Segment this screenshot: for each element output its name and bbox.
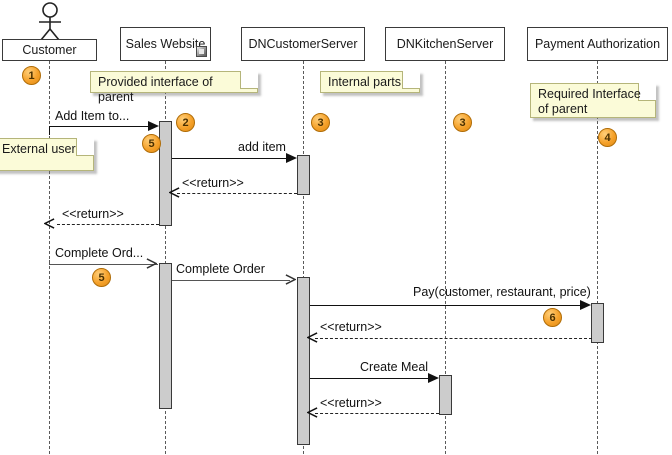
note-required-interface-text: Required Interface of parent	[538, 87, 641, 116]
arrowhead-pay	[580, 300, 591, 310]
note-external-user: External user	[0, 138, 94, 171]
lifeline-customer	[49, 61, 50, 454]
note-provided-interface-text: Provided interface of parent	[98, 75, 213, 104]
arrowhead-complete-ord	[146, 258, 157, 269]
arrowhead-create-meal	[428, 373, 439, 383]
arrowhead-complete-order	[285, 274, 296, 285]
note-internal-parts: Internal parts	[320, 71, 420, 93]
badge-5-complete-order[interactable]: 5	[92, 268, 111, 287]
message-label-complete-order: Complete Order	[176, 262, 265, 276]
component-icon	[196, 46, 207, 57]
lifeline-header-customer[interactable]: Customer	[2, 39, 97, 61]
activation-dncustomerserver-add-item	[297, 155, 310, 195]
lifeline-label-customer: Customer	[22, 43, 77, 57]
message-line-add-item	[172, 158, 287, 159]
badge-2[interactable]: 2	[176, 113, 195, 132]
message-tail-complete-ord	[49, 260, 50, 265]
message-label-pay: Pay(customer, restaurant, price)	[413, 285, 591, 299]
message-line-pay	[310, 305, 582, 306]
arrowhead-return-create-meal	[307, 407, 318, 418]
arrowhead-return-pay	[307, 332, 318, 343]
lifeline-label-dnkitchenserver: DNKitchenServer	[396, 37, 494, 51]
badge-3-dnkitchenserver[interactable]: 3	[453, 113, 472, 132]
message-line-create-meal	[310, 378, 429, 379]
message-line-complete-ord	[50, 264, 158, 265]
arrowhead-return-sales-customer	[44, 218, 55, 229]
message-line-return-create-meal	[315, 413, 439, 414]
activation-sales-website-add-item	[159, 121, 172, 226]
badge-6[interactable]: 6	[543, 308, 562, 327]
note-external-user-text: External user	[2, 142, 76, 156]
message-line-return-add-item	[177, 193, 297, 194]
message-label-add-item: add item	[238, 140, 286, 154]
lifeline-payment-authorization	[597, 61, 598, 454]
lifeline-header-payment-authorization[interactable]: Payment Authorization	[527, 27, 668, 61]
message-label-complete-ord: Complete Ord...	[55, 246, 144, 260]
lifeline-label-dncustomerserver: DNCustomerServer	[248, 37, 358, 51]
lifeline-header-dnkitchenserver[interactable]: DNKitchenServer	[385, 27, 505, 61]
message-tail-add-item-to	[49, 126, 50, 135]
lifeline-dncustomerserver	[303, 61, 304, 454]
actor-figure-customer	[34, 2, 66, 45]
arrowhead-return-add-item	[169, 187, 180, 198]
activation-sales-website-complete-order	[159, 263, 172, 409]
message-label-return-create-meal: <<return>>	[320, 396, 382, 410]
arrowhead-add-item-to	[148, 121, 159, 131]
lifeline-header-dncustomerserver[interactable]: DNCustomerServer	[241, 27, 365, 61]
badge-4[interactable]: 4	[598, 128, 617, 147]
badge-5-add-item[interactable]: 5	[142, 134, 161, 153]
message-line-return-pay	[315, 338, 592, 339]
lifeline-label-payment-authorization: Payment Authorization	[534, 37, 661, 51]
message-label-return-add-item: <<return>>	[182, 176, 244, 190]
lifeline-label-sales-website: Sales Website	[125, 37, 206, 51]
badge-3-dncustomerserver[interactable]: 3	[311, 113, 330, 132]
activation-dncustomerserver-complete-order	[297, 277, 310, 445]
message-label-add-item-to: Add Item to...	[55, 109, 130, 123]
note-required-interface: Required Interface of parent	[530, 83, 656, 118]
lifeline-sales-website	[165, 61, 166, 454]
message-line-add-item-to	[50, 126, 153, 127]
note-provided-interface: Provided interface of parent	[90, 71, 258, 104]
message-label-return-pay: <<return>>	[320, 320, 382, 334]
lifeline-header-sales-website[interactable]: Sales Website	[120, 27, 211, 61]
badge-1[interactable]: 1	[22, 66, 41, 85]
message-line-complete-order	[172, 280, 290, 281]
message-label-create-meal: Create Meal	[360, 360, 429, 374]
arrowhead-add-item	[286, 153, 297, 163]
message-label-return-sales-customer: <<return>>	[62, 207, 124, 221]
note-internal-parts-text: Internal parts	[328, 75, 401, 89]
message-line-return-sales-customer	[57, 224, 159, 225]
activation-dnkitchenserver-create-meal	[439, 375, 452, 415]
activation-payment-authorization-pay	[591, 303, 604, 343]
lifeline-dnkitchenserver	[445, 61, 446, 454]
